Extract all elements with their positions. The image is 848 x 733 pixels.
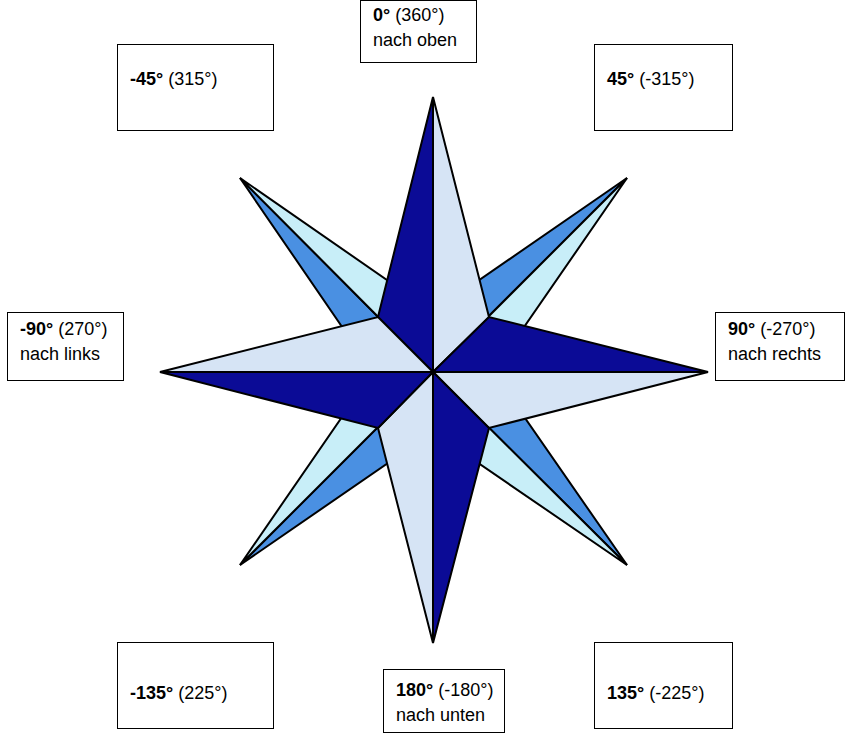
angle-value: -135°: [130, 681, 173, 706]
alt-angle-value: (-225°): [649, 681, 704, 706]
direction-label: nach links: [20, 342, 100, 367]
angle-line: 90°(-270°): [728, 317, 834, 342]
angle-value: 90°: [728, 317, 755, 342]
angle-line: -90°(270°): [20, 317, 113, 342]
alt-angle-value: (225°): [178, 681, 227, 706]
angle-line: 180°(-180°): [396, 678, 494, 703]
alt-angle-value: (-315°): [639, 67, 694, 92]
angle-box: 90°(-270°)nach rechts: [715, 312, 845, 381]
direction-label: nach unten: [396, 703, 485, 728]
angle-value: -45°: [130, 67, 163, 92]
direction-line: nach links: [20, 342, 113, 367]
angle-value: 45°: [607, 67, 634, 92]
direction-line: nach unten: [396, 703, 494, 728]
angle-value: 180°: [396, 678, 433, 703]
angle-line: 45°(-315°): [607, 67, 722, 92]
angle-box: 0°(360°)nach oben: [360, 0, 477, 63]
angle-box: 180°(-180°)nach unten: [383, 669, 505, 733]
alt-angle-value: (315°): [168, 67, 217, 92]
direction-line: nach oben: [373, 28, 466, 53]
alt-angle-value: (-270°): [760, 317, 815, 342]
angle-box: -90°(270°)nach links: [7, 312, 124, 381]
main-arm-half: [433, 372, 489, 643]
angle-line: -135°(225°): [130, 681, 263, 706]
direction-label: nach oben: [373, 28, 457, 53]
angle-box: -45°(315°): [117, 44, 274, 131]
angle-line: 0°(360°): [373, 3, 466, 28]
angle-line: 135°(-225°): [607, 681, 722, 706]
direction-line: nach rechts: [728, 342, 834, 367]
main-arm-half: [160, 372, 433, 428]
angle-box: 45°(-315°): [594, 44, 733, 131]
angle-value: 135°: [607, 681, 644, 706]
angle-line: -45°(315°): [130, 67, 263, 92]
angle-box: -135°(225°): [117, 642, 274, 729]
direction-label: nach rechts: [728, 342, 821, 367]
alt-angle-value: (-180°): [438, 678, 493, 703]
angle-value: -90°: [20, 317, 53, 342]
angle-box: 135°(-225°): [594, 642, 733, 729]
alt-angle-value: (360°): [395, 3, 444, 28]
angle-value: 0°: [373, 3, 390, 28]
main-arm-half: [433, 317, 708, 372]
alt-angle-value: (270°): [58, 317, 107, 342]
main-arm-half: [160, 317, 433, 372]
